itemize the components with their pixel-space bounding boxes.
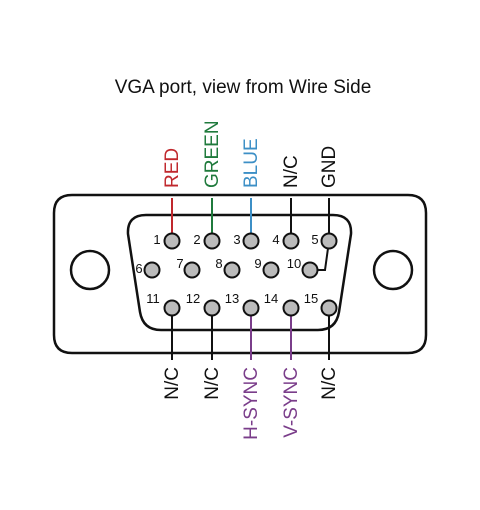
pin-15 bbox=[320, 299, 338, 317]
pin-number-6: 6 bbox=[135, 261, 142, 276]
pin-12 bbox=[203, 299, 221, 317]
pin-5 bbox=[320, 232, 338, 250]
pin-number-8: 8 bbox=[215, 256, 222, 271]
signal-label-pin-13: H-SYNC bbox=[241, 367, 262, 440]
pin-number-11: 11 bbox=[146, 291, 160, 306]
signal-label-pin-2: GREEN bbox=[202, 120, 223, 188]
mounting-hole-right bbox=[372, 249, 414, 291]
pin-3 bbox=[242, 232, 260, 250]
signal-label-pin-15: N/C bbox=[319, 367, 340, 400]
pin-6 bbox=[143, 261, 161, 279]
pin-number-12: 12 bbox=[186, 291, 200, 306]
pin-number-7: 7 bbox=[176, 256, 183, 271]
pin-number-3: 3 bbox=[233, 232, 240, 247]
pin-9 bbox=[262, 261, 280, 279]
pin-number-4: 4 bbox=[272, 232, 279, 247]
signal-label-pin-12: N/C bbox=[202, 367, 223, 400]
pin-number-1: 1 bbox=[153, 232, 160, 247]
signal-label-pin-11: N/C bbox=[162, 367, 183, 400]
signal-label-pin-4: N/C bbox=[281, 155, 302, 188]
pin-4 bbox=[282, 232, 300, 250]
pin-number-9: 9 bbox=[254, 256, 261, 271]
mounting-hole-left bbox=[69, 249, 111, 291]
pin-number-13: 13 bbox=[225, 291, 239, 306]
pin-14 bbox=[282, 299, 300, 317]
pin-number-5: 5 bbox=[311, 232, 318, 247]
pin-8 bbox=[223, 261, 241, 279]
pin-7 bbox=[183, 261, 201, 279]
pin-10 bbox=[301, 261, 319, 279]
signal-label-pin-5: GND bbox=[319, 146, 340, 188]
pin-13 bbox=[242, 299, 260, 317]
pin-number-10: 10 bbox=[287, 256, 301, 271]
pin-2 bbox=[203, 232, 221, 250]
pin-1 bbox=[163, 232, 181, 250]
pin-number-15: 15 bbox=[304, 291, 318, 306]
pin-number-2: 2 bbox=[193, 232, 200, 247]
pin-number-14: 14 bbox=[264, 291, 278, 306]
pin-11 bbox=[163, 299, 181, 317]
signal-label-pin-3: BLUE bbox=[241, 138, 262, 188]
diagram-title: VGA port, view from Wire Side bbox=[115, 77, 372, 98]
connector-shell bbox=[52, 193, 428, 355]
signal-label-pin-14: V-SYNC bbox=[281, 367, 302, 438]
signal-label-pin-1: RED bbox=[162, 148, 183, 188]
